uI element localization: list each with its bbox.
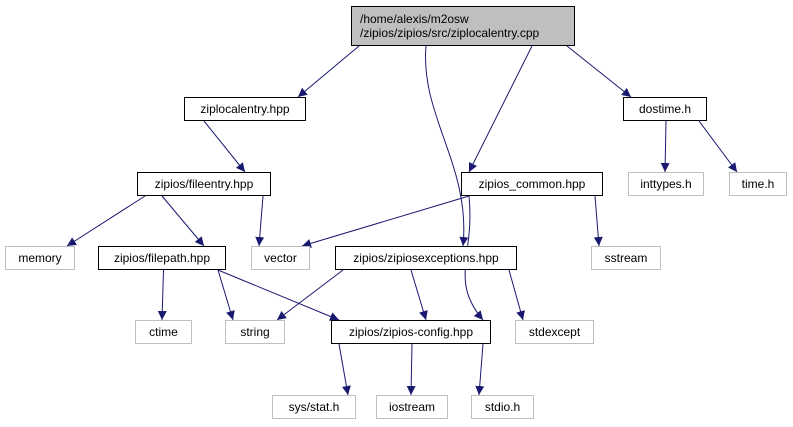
edge-root-to-zipios-common-hpp	[468, 45, 533, 173]
node-memory[interactable]: memory	[5, 246, 75, 270]
node-ctime[interactable]: ctime	[135, 320, 192, 344]
node-time-h[interactable]: time.h	[729, 172, 787, 196]
node-label: zipios/zipios-config.hpp	[348, 325, 474, 339]
node-inttypes-h[interactable]: inttypes.h	[628, 172, 704, 196]
edge-root-to-ziplocalentry-hpp	[297, 45, 360, 98]
node-root-ziplocalentry-cpp[interactable]: /home/alexis/m2osw /zipios/zipios/src/zi…	[351, 6, 575, 46]
node-label: dostime.h	[638, 102, 692, 116]
edge-fileentry-hpp-to-vector	[255, 195, 265, 247]
node-stdexcept[interactable]: stdexcept	[515, 320, 594, 344]
node-fileentry-hpp[interactable]: zipios/fileentry.hpp	[137, 172, 271, 196]
node-zipiosexceptions-hpp[interactable]: zipios/zipiosexceptions.hpp	[335, 246, 517, 270]
node-label: string	[240, 325, 270, 339]
edge-ziplocalentry-hpp-to-fileentry-hpp	[203, 120, 246, 173]
node-label: zipios/zipiosexceptions.hpp	[353, 251, 499, 265]
node-string[interactable]: string	[225, 320, 285, 344]
node-label: sys/stat.h	[288, 400, 340, 414]
node-label: iostream	[388, 400, 435, 414]
node-label: zipios/fileentry.hpp	[154, 177, 254, 191]
node-dostime-h[interactable]: dostime.h	[623, 97, 707, 121]
edge-filepath-hpp-to-zipios-config-hpp	[217, 269, 340, 321]
node-label: sstream	[604, 251, 648, 265]
edge-zipios-config-hpp-to-stdio-h	[475, 343, 485, 396]
node-iostream[interactable]: iostream	[376, 395, 448, 419]
edge-fileentry-hpp-to-filepath-hpp	[161, 195, 205, 247]
node-label: time.h	[741, 177, 775, 191]
edge-zipios-config-hpp-to-iostream	[406, 343, 416, 396]
edge-zipios-common-hpp-to-sstream	[593, 195, 603, 247]
node-label: vector	[264, 251, 297, 265]
node-sys-stat-h[interactable]: sys/stat.h	[272, 395, 356, 419]
edge-dostime-h-to-inttypes-h	[660, 120, 670, 173]
edge-zipiosexceptions-hpp-to-stdexcept	[508, 269, 525, 321]
edge-zipios-config-hpp-to-sys-stat-h	[338, 343, 351, 396]
edge-root-to-zipiosexceptions-hpp	[425, 45, 469, 247]
edge-fileentry-hpp-to-memory	[66, 195, 146, 247]
node-sstream[interactable]: sstream	[591, 246, 661, 270]
node-vector[interactable]: vector	[251, 246, 310, 270]
node-label: ziplocalentry.hpp	[200, 102, 290, 116]
node-label: stdio.h	[484, 400, 521, 414]
edge-zipios-common-hpp-to-vector	[301, 195, 470, 248]
node-ziplocalentry-hpp[interactable]: ziplocalentry.hpp	[184, 97, 306, 121]
node-label: memory	[18, 251, 62, 265]
root-line2: /zipios/zipios/src/ziplocalentry.cpp	[360, 26, 540, 40]
edge-zipiosexceptions-hpp-to-string	[276, 269, 344, 321]
edge-root-to-dostime-h	[566, 45, 632, 98]
node-label: ctime	[149, 325, 178, 339]
node-label: inttypes.h	[640, 177, 692, 191]
edge-filepath-hpp-to-ctime	[157, 269, 167, 321]
node-zipios-config-hpp[interactable]: zipios/zipios-config.hpp	[331, 320, 491, 344]
node-filepath-hpp[interactable]: zipios/filepath.hpp	[98, 246, 226, 270]
edge-zipiosexceptions-hpp-to-zipios-config-hpp	[410, 269, 428, 321]
node-label: zipios/filepath.hpp	[113, 251, 211, 265]
node-label: stdexcept	[528, 325, 581, 339]
node-stdio-h[interactable]: stdio.h	[471, 395, 534, 419]
node-zipios-common-hpp[interactable]: zipios_common.hpp	[461, 172, 603, 196]
edge-dostime-h-to-time-h	[698, 120, 738, 173]
node-label: zipios_common.hpp	[478, 177, 586, 191]
edge-filepath-hpp-to-string	[217, 269, 235, 321]
root-line1: /home/alexis/m2osw	[360, 12, 469, 26]
